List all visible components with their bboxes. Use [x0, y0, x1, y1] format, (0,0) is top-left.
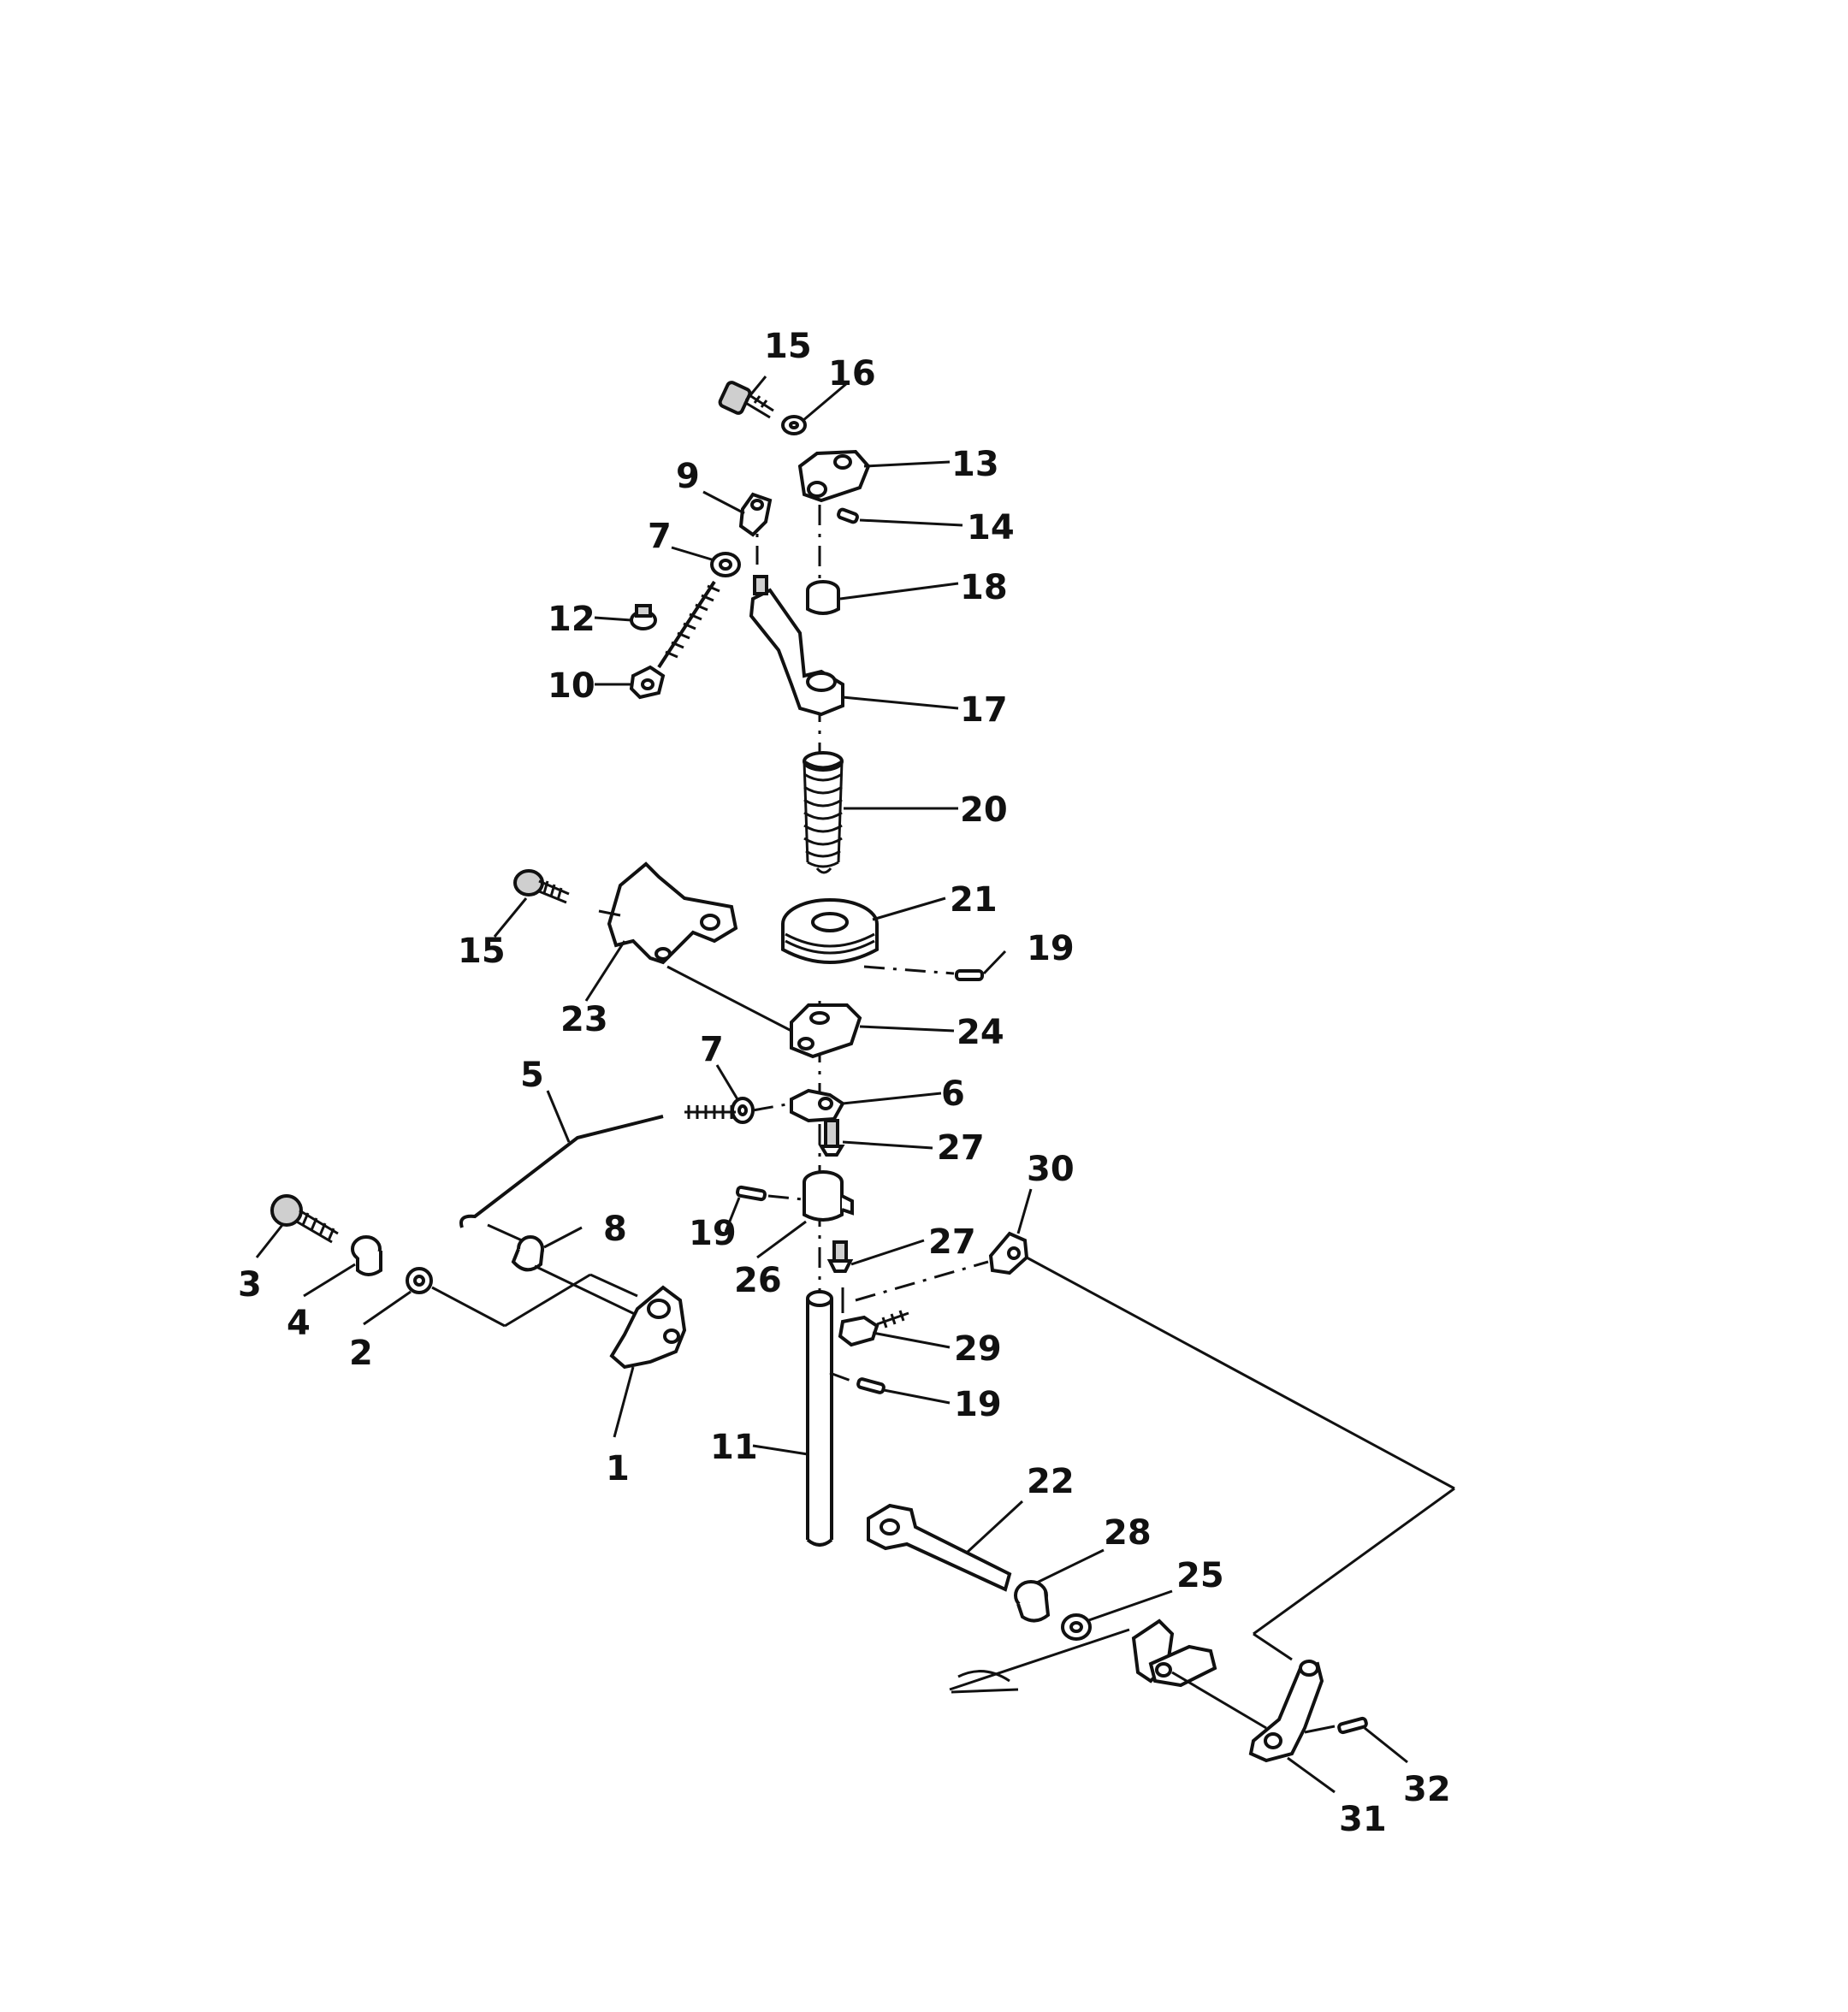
part-13-clamp — [797, 449, 871, 503]
part-20-spring — [803, 751, 844, 874]
callouts: 15 16 13 9 14 7 18 12 10 17 20 15 21 19 … — [238, 327, 1451, 1839]
leader-lines — [255, 376, 1408, 1794]
link-plate-assembly — [949, 1618, 1267, 1730]
callout-18: 18 — [960, 568, 1008, 607]
part-19-pin-c — [829, 1371, 886, 1394]
callout-26: 26 — [734, 1261, 782, 1300]
threaded-rod-upper — [657, 580, 720, 669]
callout-24: 24 — [957, 1013, 1004, 1052]
part-5-rod — [459, 1102, 792, 1228]
part-19-pin-a — [863, 965, 984, 981]
callout-1: 1 — [606, 1449, 630, 1488]
callout-10: 10 — [548, 666, 595, 706]
callout-28: 28 — [1104, 1513, 1152, 1553]
callout-7-lower: 7 — [700, 1030, 724, 1069]
callout-19-upper: 19 — [1027, 929, 1075, 968]
callout-27-upper: 27 — [937, 1128, 985, 1168]
callout-27-lower: 27 — [928, 1222, 976, 1262]
callout-22: 22 — [1027, 1462, 1075, 1501]
part-15-bolt-mid — [513, 869, 570, 904]
part-12-fitting — [630, 604, 657, 630]
part-28-bushing — [1014, 1580, 1051, 1623]
callout-16: 16 — [828, 354, 876, 394]
callout-19-left: 19 — [689, 1214, 737, 1253]
callout-4: 4 — [287, 1304, 311, 1343]
part-15-bolt-top — [718, 381, 774, 419]
part-22-shaft — [867, 1503, 1012, 1592]
part-18-bushing — [806, 580, 840, 615]
callout-19-lower: 19 — [954, 1385, 1002, 1424]
callout-8: 8 — [603, 1210, 627, 1249]
callout-25: 25 — [1176, 1556, 1224, 1595]
part-19-pin-b — [736, 1185, 803, 1202]
callout-5: 5 — [520, 1056, 544, 1095]
part-7-nut-upper — [710, 552, 741, 577]
callout-29: 29 — [954, 1329, 1002, 1369]
callout-3: 3 — [238, 1265, 262, 1305]
callout-32: 32 — [1403, 1770, 1451, 1809]
part-14-pin — [837, 507, 859, 524]
callout-14: 14 — [967, 508, 1015, 547]
part-7-nut-lower — [731, 1097, 755, 1124]
callout-6: 6 — [941, 1074, 965, 1114]
part-21-cam-disc — [781, 898, 879, 964]
part-32-pin — [1304, 1716, 1368, 1735]
callout-20: 20 — [960, 790, 1008, 830]
callout-21: 21 — [950, 880, 998, 920]
part-26-collar — [803, 1170, 854, 1222]
part-25-washer — [1061, 1613, 1092, 1641]
part-31-lever — [1248, 1660, 1324, 1763]
part-24-clamp — [666, 965, 862, 1059]
callout-9: 9 — [676, 457, 700, 496]
part-27-fitting-b — [826, 1240, 854, 1273]
callout-23: 23 — [560, 1000, 608, 1039]
part-1-lever — [609, 1285, 687, 1370]
part-11-shaft — [806, 1290, 833, 1547]
part-2-washer — [406, 1267, 638, 1328]
part-27-fitting-a — [818, 1119, 845, 1157]
callout-12: 12 — [548, 600, 595, 639]
part-10-end — [629, 665, 666, 700]
callout-7-upper: 7 — [648, 517, 672, 556]
callout-17: 17 — [960, 690, 1008, 730]
callout-11: 11 — [710, 1428, 758, 1467]
part-9-link — [738, 492, 773, 537]
part-6-link — [790, 1088, 845, 1123]
callout-30: 30 — [1027, 1150, 1075, 1189]
callout-15-mid: 15 — [458, 932, 506, 971]
callout-13: 13 — [951, 445, 999, 484]
part-8-bushing — [487, 1223, 643, 1319]
part-4-spacer — [351, 1235, 382, 1276]
part-17-arm — [749, 575, 844, 717]
callout-2: 2 — [349, 1334, 373, 1373]
part-16-washer — [781, 415, 807, 435]
part-30-link — [855, 1231, 1455, 1661]
callout-31: 31 — [1339, 1800, 1387, 1839]
callout-15-top: 15 — [764, 327, 812, 366]
part-3-bolt — [270, 1194, 339, 1244]
part-29-fitting — [838, 1287, 909, 1347]
